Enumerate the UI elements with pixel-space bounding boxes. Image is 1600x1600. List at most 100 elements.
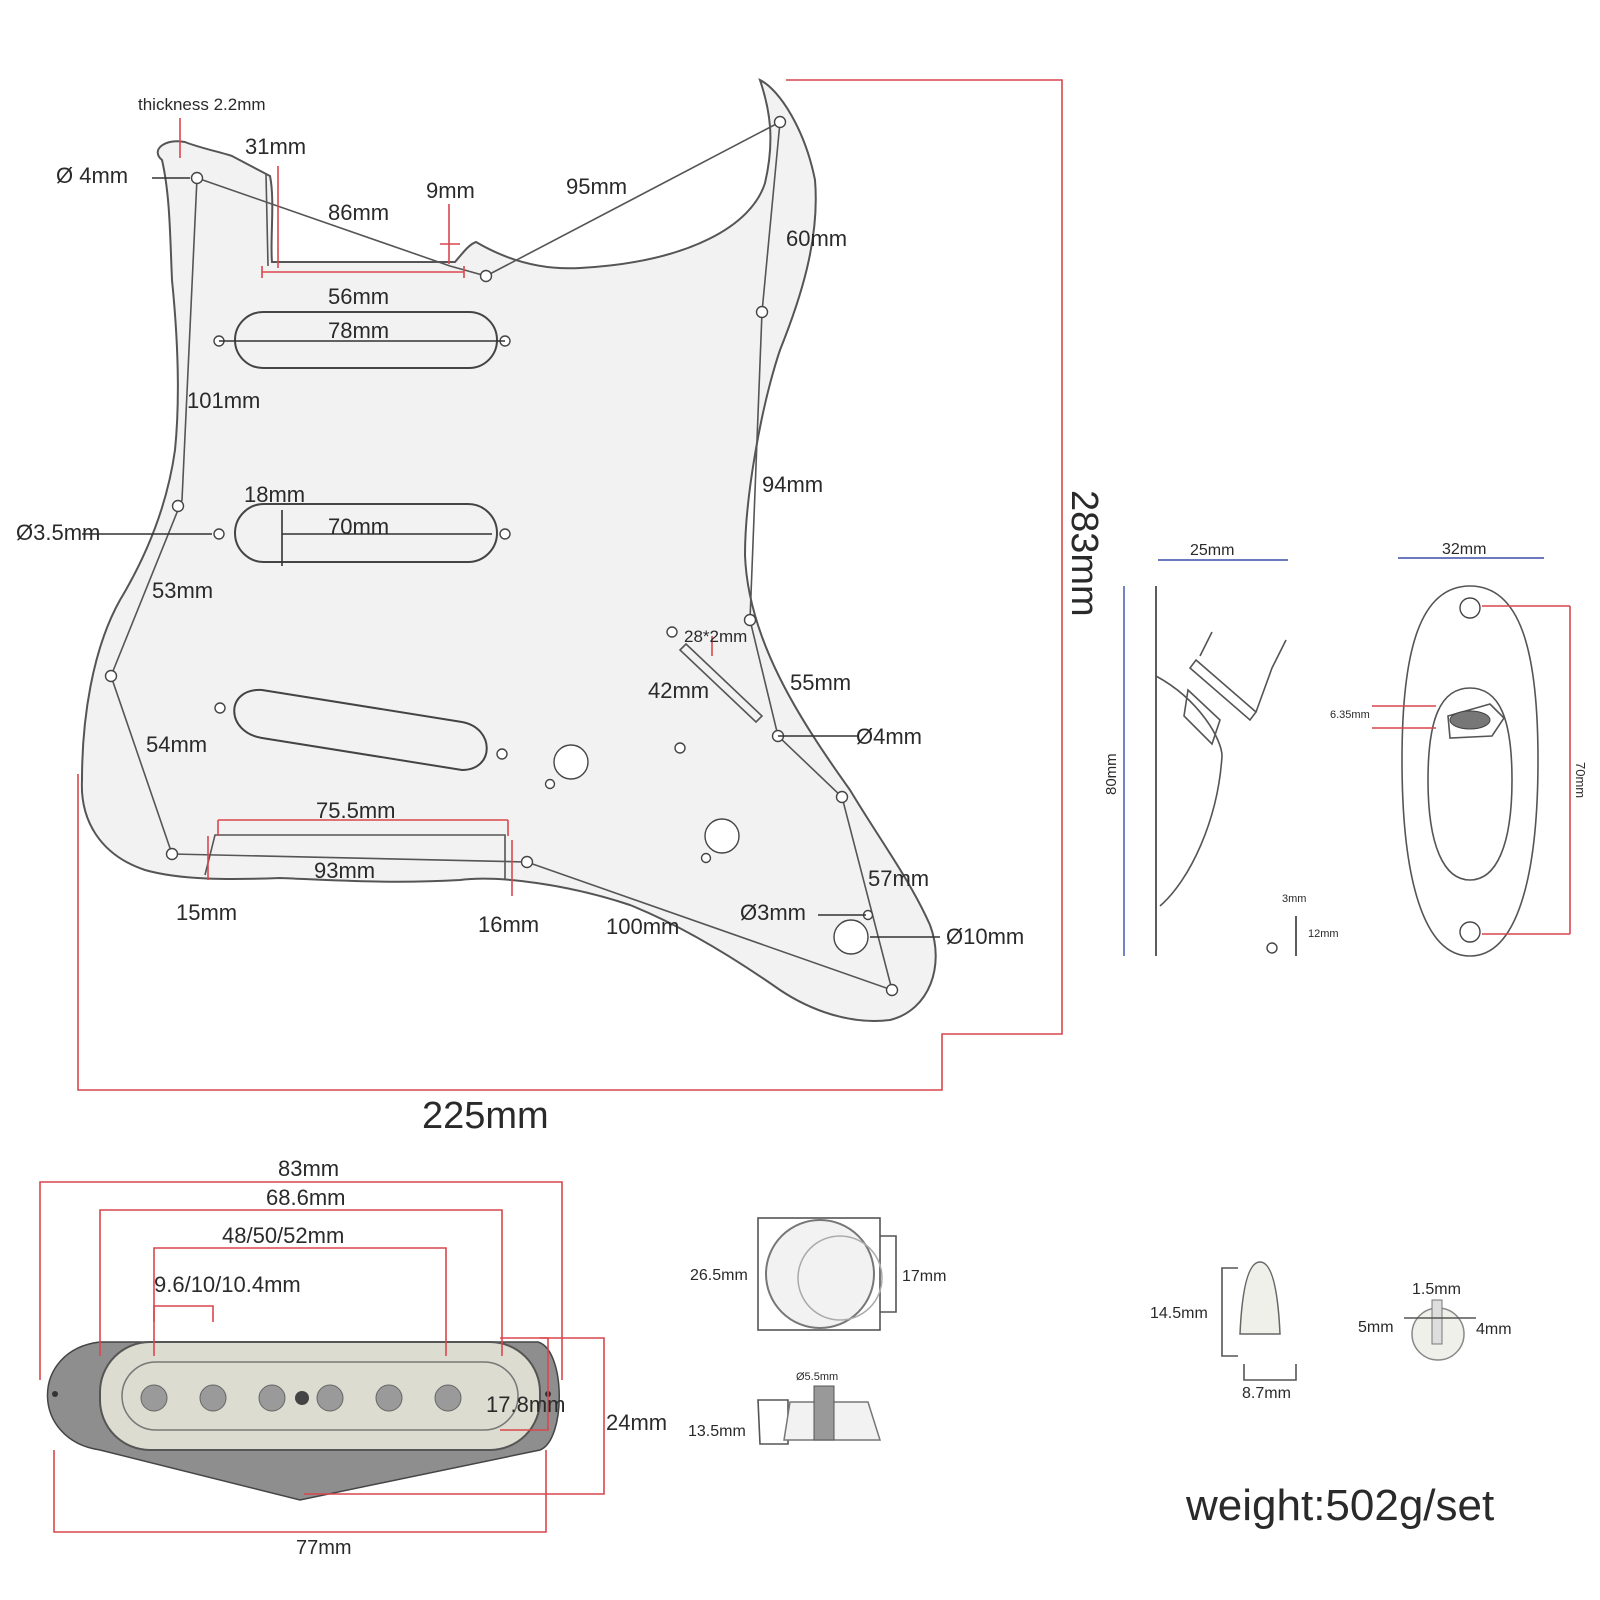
switch-tip-height-label: 14.5mm [1150, 1305, 1208, 1322]
jack-hole-label: 6.35mm [1330, 709, 1370, 721]
mount-hole [52, 1391, 58, 1397]
screw-hole [773, 115, 787, 129]
knob-drawing: 26.5mm 17mm Ø5.5mm 13.5mm [688, 1217, 946, 1445]
pole-piece [140, 1384, 168, 1412]
knob-inner-circle [797, 1235, 883, 1321]
pickup-dim-48: 48/50/52mm [222, 1223, 344, 1248]
pickguard-drawing: thickness 2.2mm Ø 4mm 31mm 86mm 9mm 95mm… [16, 78, 1105, 1137]
pickup-dim-68-6: 68.6mm [266, 1185, 345, 1210]
dim-70: 70mm [328, 514, 389, 539]
pickup-dim-9-6: 9.6/10/10.4mm [154, 1272, 301, 1297]
pickup-dim-77: 77mm [296, 1537, 352, 1559]
dim-18: 18mm [244, 482, 305, 507]
pickup-cover-inner [121, 1361, 519, 1431]
height-283-label: 283mm [1063, 490, 1105, 617]
pickguard-outline [80, 78, 937, 1022]
jack-plate-side [1188, 658, 1258, 722]
knob-top-view [765, 1219, 875, 1329]
pickguard-labels: thickness 2.2mm Ø 4mm 31mm 86mm 9mm 95mm… [16, 95, 1105, 1137]
plate-screw-hole [1459, 921, 1481, 943]
pole-piece [434, 1384, 462, 1412]
screw-len-label: 12mm [1308, 928, 1339, 940]
jack-plate-height-label: 70mm [1573, 762, 1588, 798]
jack-plate-width-label: 32mm [1442, 541, 1486, 558]
screw-hole [190, 171, 204, 185]
pickup-mount-hole [499, 528, 511, 540]
knob-top-label: 17mm [902, 1268, 946, 1285]
neck-pickup-slot [234, 311, 498, 369]
switch-tip-right-label: 4mm [1476, 1321, 1512, 1338]
pole-pieces [52, 1384, 551, 1412]
pickup-mount-hole [214, 702, 226, 714]
screw-dia-label: 3mm [1282, 893, 1306, 905]
jack-cup-profile [1155, 675, 1223, 907]
jack-tab [1199, 631, 1287, 713]
dim-94: 94mm [762, 472, 823, 497]
pickup-dimension-lines [39, 1181, 605, 1533]
jack-plate-outline [1401, 585, 1539, 957]
dim-57: 57mm [868, 866, 929, 891]
jack-plate-recess [1427, 687, 1513, 881]
dim-54: 54mm [146, 732, 207, 757]
thickness-label: thickness 2.2mm [138, 95, 266, 114]
pole-piece [316, 1384, 344, 1412]
screw-head-icon [1266, 942, 1278, 954]
dim-42: 42mm [648, 678, 709, 703]
pole-piece [199, 1384, 227, 1412]
weight-label: weight:502g/set [1185, 1481, 1494, 1530]
switch-tip-slot [1431, 1299, 1443, 1345]
jack-nut [1447, 703, 1506, 739]
screw-hole-dia-label: Ø 4mm [56, 163, 128, 188]
jack-side-view: 25mm 80mm 3mm 12mm [1103, 542, 1339, 956]
small-hole [544, 778, 556, 790]
screw-path-left [110, 177, 198, 855]
pickup-dim-24: 24mm [606, 1410, 667, 1435]
knob-side-view [757, 1399, 789, 1445]
dim-100: 100mm [606, 914, 679, 939]
dim-75-5: 75.5mm [316, 798, 395, 823]
screw-path-top [196, 121, 781, 277]
screw-hole [835, 790, 849, 804]
pickup-dim-17-8: 17.8mm [486, 1392, 565, 1417]
neck-cavity-edge [265, 173, 269, 267]
switch-screw-hole [666, 626, 678, 638]
pole-piece [258, 1384, 286, 1412]
dim-31: 31mm [245, 134, 306, 159]
dia10-label: Ø10mm [946, 924, 1024, 949]
pickup-dim-83: 83mm [278, 1156, 339, 1181]
pickup-mount-hole [496, 748, 508, 760]
switch-slot [678, 642, 764, 724]
bridge-pickup-slot [233, 688, 488, 772]
dim-95: 95mm [566, 174, 627, 199]
switch-slot-label: 28*2mm [684, 627, 747, 646]
pot-hole [704, 818, 740, 854]
small-hole [700, 852, 712, 864]
screw-path-right [749, 121, 893, 991]
knob-shaft-label: Ø5.5mm [796, 1371, 838, 1383]
screw-hole [885, 983, 899, 997]
jack-socket [1449, 710, 1491, 730]
switch-tip-top-label: 1.5mm [1412, 1281, 1461, 1298]
dia3-label: Ø3mm [740, 900, 806, 925]
screw-holes [104, 115, 899, 997]
plate-screw-hole [1459, 597, 1481, 619]
jack-plate-front: 32mm 6.35mm 70mm [1330, 541, 1588, 957]
switch-tip-width-label: 8.7mm [1242, 1385, 1291, 1402]
width-225-label: 225mm [422, 1095, 549, 1137]
dia4-right-label: Ø4mm [856, 724, 922, 749]
dim-53: 53mm [152, 578, 213, 603]
screw-hole [743, 613, 757, 627]
pickup-drawing: 83mm 68.6mm 48/50/52mm 9.6/10/10.4mm 17.… [39, 1156, 667, 1559]
dim-15: 15mm [176, 900, 237, 925]
pole-piece [375, 1384, 403, 1412]
small-hole [674, 742, 686, 754]
dim-86: 86mm [328, 200, 389, 225]
dim-93: 93mm [314, 858, 375, 883]
pot-hole [553, 744, 589, 780]
pickguard-dimension-lines [77, 79, 1063, 1091]
switch-tip-left-label: 5mm [1358, 1319, 1394, 1336]
screw-hole [104, 669, 118, 683]
switch-tip-drawing: 14.5mm 8.7mm 1.5mm 5mm 4mm [1150, 1261, 1512, 1402]
dim-56: 56mm [328, 284, 389, 309]
switch-tip-side [1239, 1261, 1281, 1335]
